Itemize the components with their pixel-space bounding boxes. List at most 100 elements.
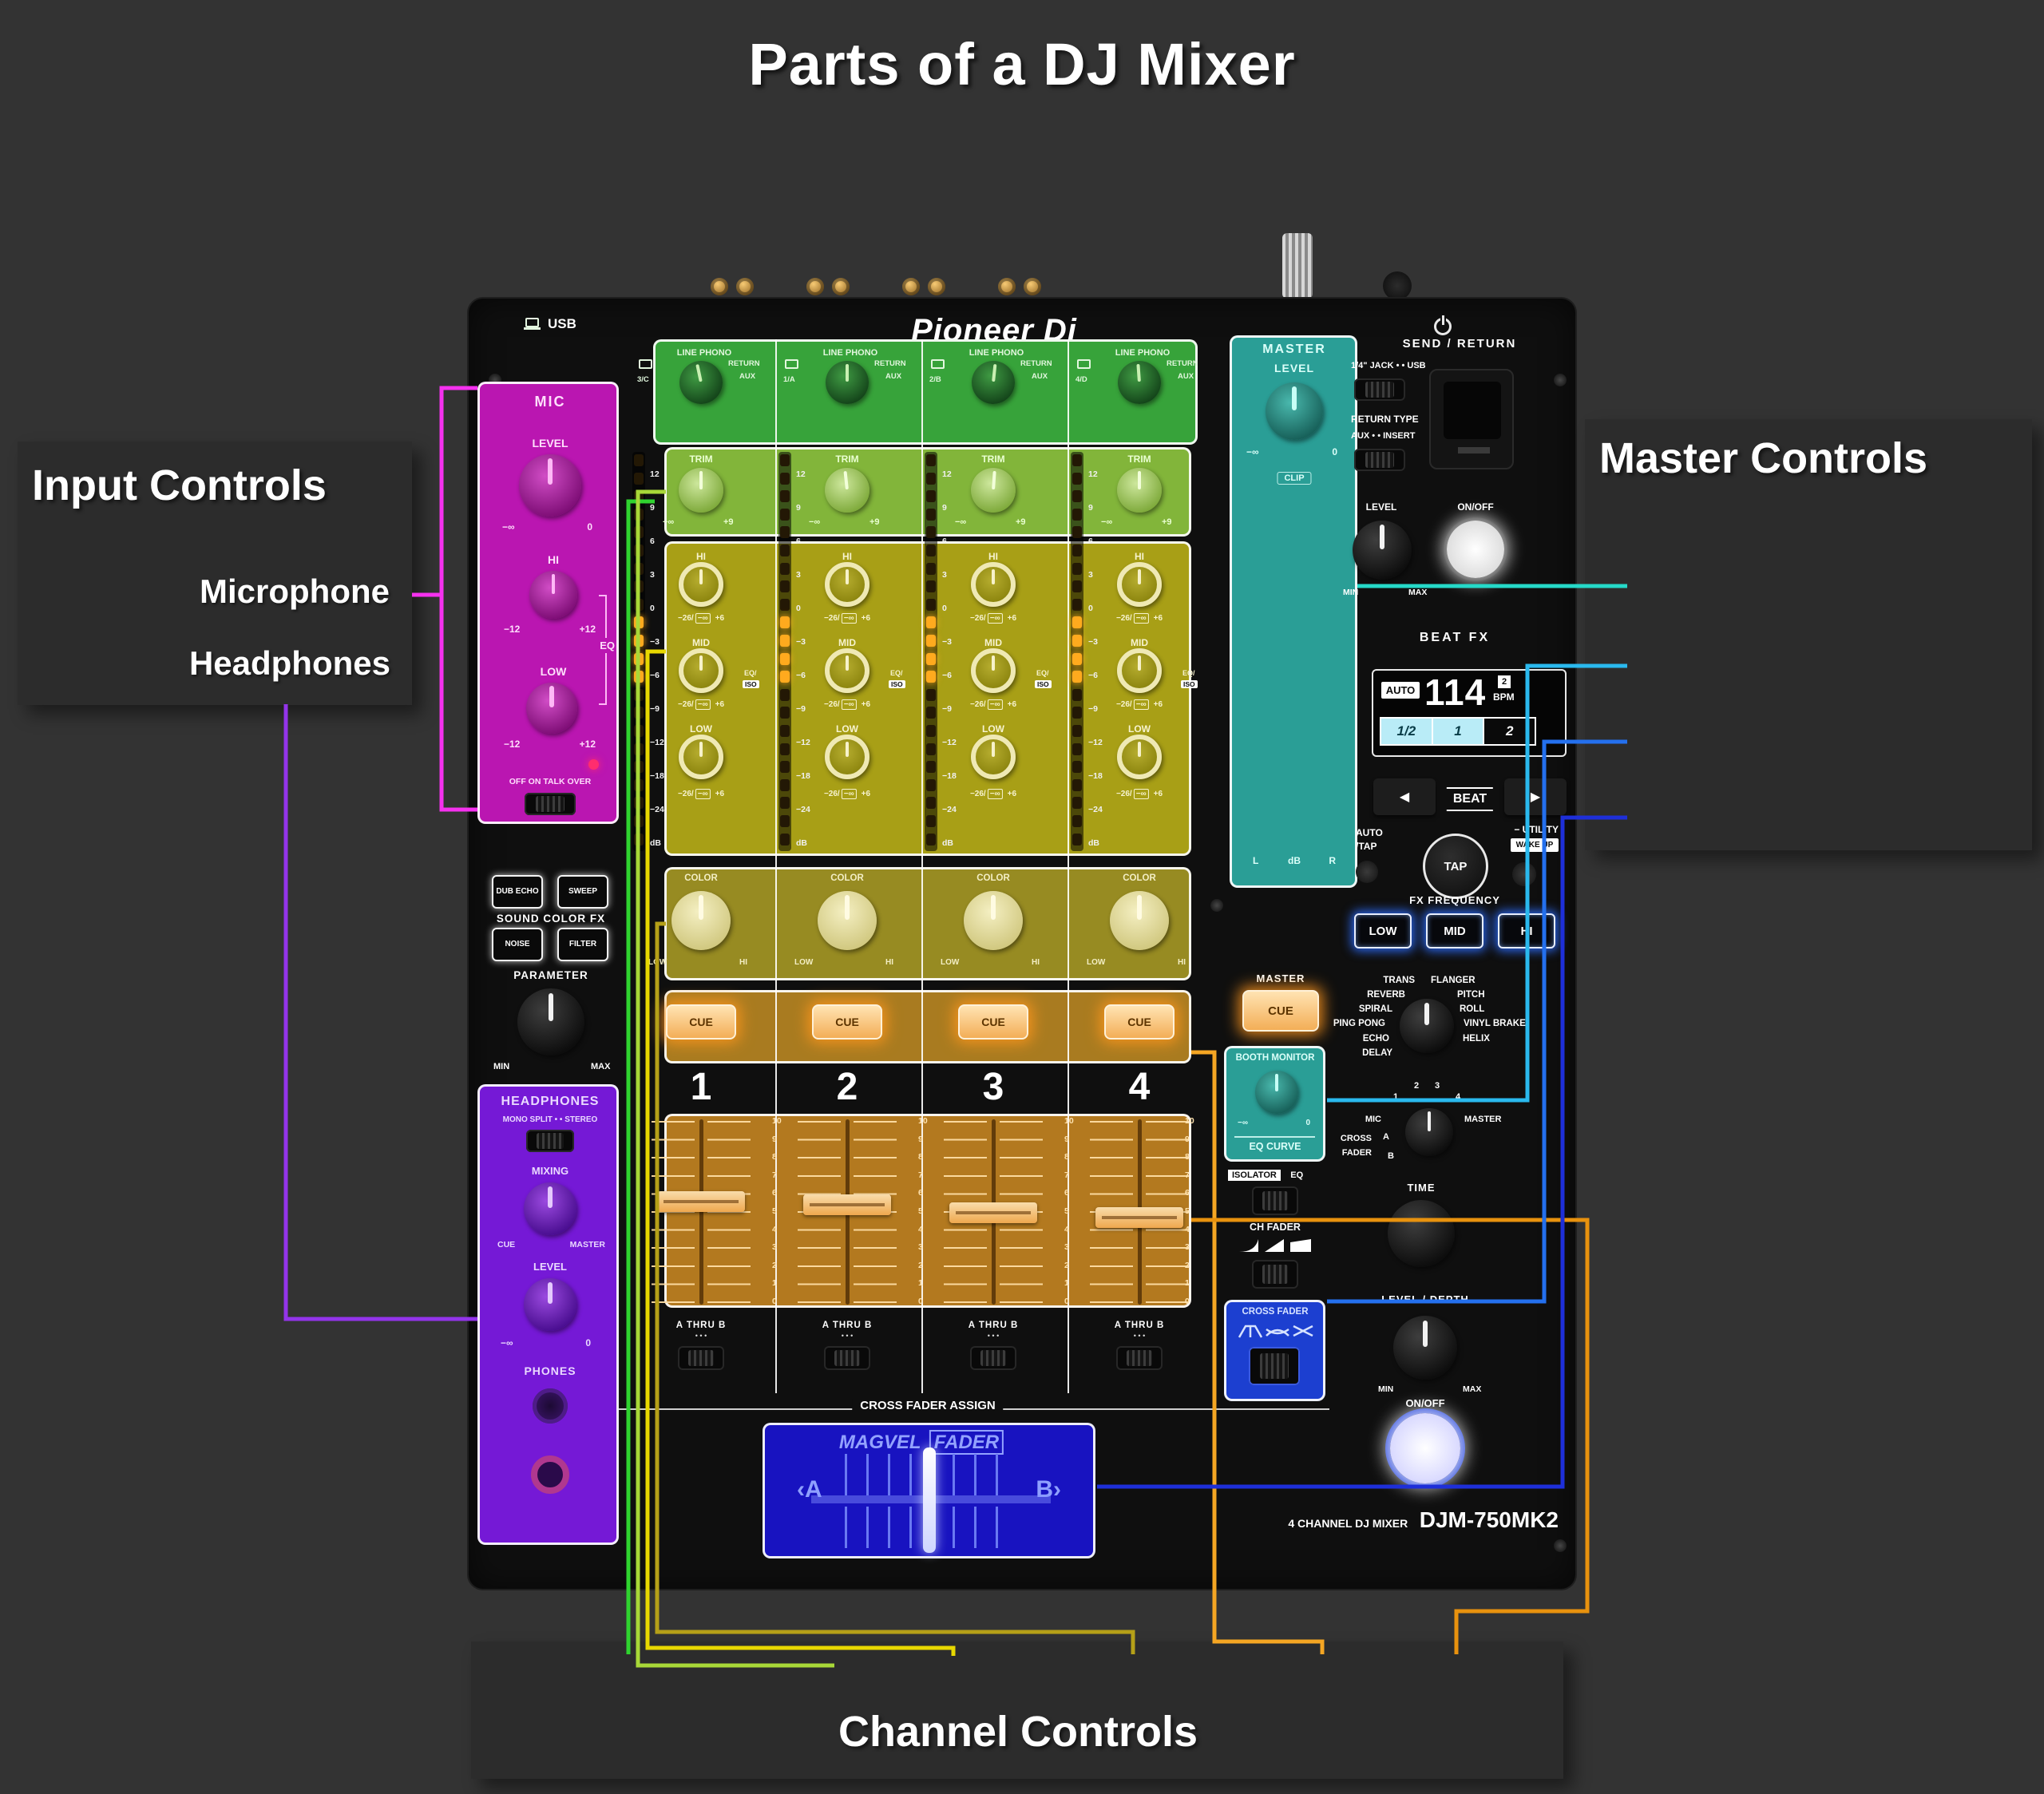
mic-low-knob[interactable] bbox=[526, 683, 577, 734]
color-knob[interactable] bbox=[818, 891, 877, 950]
eq-low-knob[interactable] bbox=[679, 735, 723, 779]
scfx-sweep-button[interactable]: SWEEP bbox=[557, 875, 608, 909]
channel-cue-button[interactable]: CUE bbox=[1104, 1004, 1175, 1040]
auto-tap-button[interactable] bbox=[1356, 861, 1378, 883]
fader-scale-value: 2 bbox=[1064, 1260, 1069, 1270]
jack-usb-switch[interactable] bbox=[1354, 378, 1405, 401]
eq-mid-knob[interactable] bbox=[971, 648, 1016, 693]
crossfader-assign-switch[interactable] bbox=[824, 1346, 870, 1370]
tap-button[interactable]: TAP bbox=[1423, 834, 1488, 899]
mic-level-max: 0 bbox=[587, 521, 592, 533]
trim-knob[interactable] bbox=[679, 468, 723, 513]
eq-hi-knob[interactable] bbox=[971, 562, 1016, 607]
isolator-switch[interactable] bbox=[1252, 1186, 1298, 1215]
meter-scale-value: −12 bbox=[942, 738, 957, 747]
mono-stereo-switch[interactable] bbox=[526, 1130, 574, 1152]
sr-onoff-button[interactable] bbox=[1447, 521, 1504, 578]
mic-onoff-switch[interactable] bbox=[525, 793, 576, 815]
channel-fader-handle[interactable] bbox=[1095, 1207, 1183, 1228]
annotation-microphone: Microphone bbox=[200, 572, 390, 610]
booth-knob[interactable] bbox=[1255, 1071, 1298, 1114]
crossfader-assign-switch[interactable] bbox=[970, 1346, 1016, 1370]
scfx-noise-button[interactable]: NOISE bbox=[492, 928, 543, 961]
level-depth-knob[interactable] bbox=[1393, 1316, 1457, 1380]
sr-level-knob[interactable] bbox=[1353, 521, 1412, 580]
master-max: 0 bbox=[1332, 446, 1337, 457]
meter-led bbox=[926, 778, 936, 791]
return-type-switch[interactable] bbox=[1354, 449, 1405, 471]
scfx-filter-button[interactable]: FILTER bbox=[557, 928, 608, 961]
color-label: COLOR bbox=[976, 873, 1010, 883]
meter-led bbox=[780, 490, 790, 503]
fx-freq-low-button[interactable]: LOW bbox=[1354, 913, 1412, 948]
fx-channel-select-knob[interactable] bbox=[1405, 1108, 1453, 1156]
eq-low-knob[interactable] bbox=[1117, 735, 1162, 779]
phones-jack[interactable] bbox=[533, 1388, 568, 1424]
trim-max: +9 bbox=[869, 517, 880, 527]
channel-cue-button[interactable]: CUE bbox=[666, 1004, 736, 1040]
eq-hi-knob[interactable] bbox=[679, 562, 723, 607]
meter-led bbox=[1072, 635, 1082, 647]
fader-scale-value: 8 bbox=[918, 1152, 923, 1162]
time-knob[interactable] bbox=[1388, 1200, 1455, 1267]
input-selector-knob[interactable] bbox=[826, 361, 869, 404]
color-knob[interactable] bbox=[671, 891, 731, 950]
fader-scale-value: 4 bbox=[1185, 1224, 1190, 1234]
crossfader-handle[interactable] bbox=[923, 1447, 936, 1553]
input-selector-section bbox=[653, 339, 1198, 445]
trim-knob[interactable] bbox=[1117, 468, 1162, 513]
crossfader-assign-switch[interactable] bbox=[678, 1346, 724, 1370]
channel-cue-button[interactable]: CUE bbox=[958, 1004, 1028, 1040]
trim-label: TRIM bbox=[1127, 453, 1151, 465]
fx-onoff-button[interactable] bbox=[1390, 1413, 1460, 1483]
parameter-knob[interactable] bbox=[517, 988, 584, 1055]
eq-hi-knob[interactable] bbox=[825, 562, 869, 607]
crossfader-assign-switch[interactable] bbox=[1116, 1346, 1163, 1370]
channel-fader-handle[interactable] bbox=[949, 1202, 1037, 1223]
channel-fader-handle[interactable] bbox=[803, 1194, 891, 1215]
eq-hi-knob[interactable] bbox=[1117, 562, 1162, 607]
mic-hi-knob[interactable] bbox=[529, 571, 577, 619]
rca-jack bbox=[806, 278, 824, 295]
eq-mid-knob[interactable] bbox=[825, 648, 869, 693]
master-level-knob[interactable] bbox=[1266, 382, 1323, 440]
ch-select-label: 1 bbox=[1392, 1092, 1399, 1102]
beat-right-button[interactable]: ▶ bbox=[1504, 778, 1567, 815]
eq-mid-knob[interactable] bbox=[679, 648, 723, 693]
utility-button[interactable] bbox=[1512, 862, 1536, 886]
color-knob[interactable] bbox=[964, 891, 1023, 950]
beat-left-button[interactable]: ◀ bbox=[1373, 778, 1436, 815]
headphones-title: HEADPHONES bbox=[501, 1095, 600, 1108]
eq-mid-knob[interactable] bbox=[1117, 648, 1162, 693]
eq-low-label: LOW bbox=[1128, 723, 1151, 735]
color-label: COLOR bbox=[684, 873, 718, 883]
fx-freq-mid-button[interactable]: MID bbox=[1426, 913, 1483, 948]
fx-freq-hi-button[interactable]: HI bbox=[1498, 913, 1555, 948]
channel-fader-handle[interactable] bbox=[657, 1191, 745, 1212]
meter-db: dB bbox=[1288, 855, 1301, 866]
mic-level-knob[interactable] bbox=[519, 454, 581, 517]
fader-scale-value: 6 bbox=[1064, 1188, 1069, 1198]
hp-level-knob[interactable] bbox=[524, 1278, 576, 1331]
meter-led bbox=[1072, 652, 1082, 665]
page-title: Parts of a DJ Mixer bbox=[748, 31, 1296, 97]
mixing-knob[interactable] bbox=[524, 1182, 576, 1235]
meter-led bbox=[634, 743, 644, 755]
scfx-label: SOUND COLOR FX bbox=[496, 913, 606, 925]
master-title-2: LEVEL bbox=[1274, 362, 1315, 374]
color-knob[interactable] bbox=[1110, 891, 1169, 950]
eq-low-knob[interactable] bbox=[825, 735, 869, 779]
meter-led bbox=[926, 671, 936, 683]
fx-onoff-label: ON/OFF bbox=[1405, 1397, 1445, 1409]
eq-low-knob[interactable] bbox=[971, 735, 1016, 779]
scfx-dub-echo-button[interactable]: DUB ECHO bbox=[492, 875, 543, 909]
crossfader-curve-switch[interactable] bbox=[1249, 1347, 1300, 1385]
meter-led bbox=[634, 725, 644, 737]
effect-select-knob[interactable] bbox=[1400, 999, 1454, 1053]
meter-led bbox=[780, 652, 790, 665]
channel-cue-button[interactable]: CUE bbox=[812, 1004, 882, 1040]
meter-scale-value: −18 bbox=[796, 771, 810, 781]
ch-fader-curve-switch[interactable] bbox=[1252, 1260, 1298, 1289]
laptop-icon bbox=[1077, 359, 1091, 369]
master-cue-button[interactable]: CUE bbox=[1242, 990, 1319, 1032]
